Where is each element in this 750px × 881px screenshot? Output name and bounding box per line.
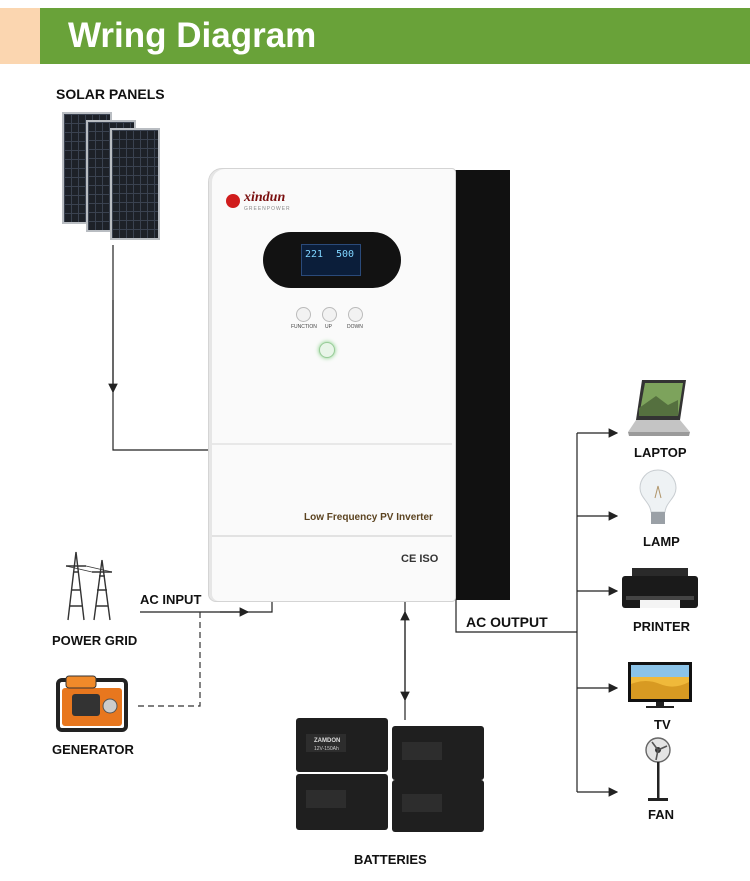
ac-output-wire xyxy=(455,600,577,633)
inverter-seam xyxy=(212,535,452,537)
tv-icon xyxy=(628,662,692,708)
laptop-icon xyxy=(628,380,690,436)
fan-label: FAN xyxy=(648,807,674,822)
battery-spec: 12V-150Ah xyxy=(314,746,339,752)
solar-panel-icon xyxy=(110,128,160,240)
up-label: UP xyxy=(325,324,332,330)
printer-label: PRINTER xyxy=(633,619,691,634)
down-button[interactable] xyxy=(348,307,363,322)
tv-label: TV xyxy=(654,717,671,732)
lamp-icon xyxy=(639,469,677,524)
power-led-icon xyxy=(319,342,335,358)
header-accent xyxy=(0,8,40,64)
inverter-seam xyxy=(212,443,452,445)
brand-subtitle: GREENPOWER xyxy=(244,206,291,212)
up-button[interactable] xyxy=(322,307,337,322)
solar-wire xyxy=(112,245,210,451)
solar-panels-label: SOLAR PANELS xyxy=(56,86,165,102)
batteries-label: BATTERIES xyxy=(354,852,427,867)
brand-logo-icon xyxy=(226,194,240,208)
battery-brand: ZAMDON xyxy=(314,738,341,744)
header-bar xyxy=(40,8,750,64)
lcd-right-value: 500 xyxy=(336,249,355,260)
ac-output-label: AC OUTPUT xyxy=(466,614,548,630)
lamp-label: LAMP xyxy=(643,534,680,549)
generator-icon xyxy=(56,675,128,732)
inverter-model-label: Low Frequency PV Inverter xyxy=(304,512,433,523)
brand-name: xindun xyxy=(244,190,286,205)
inverter-side-vent xyxy=(448,170,510,600)
function-button[interactable] xyxy=(296,307,311,322)
certification-marks: CE ISO xyxy=(401,553,439,565)
laptop-label: LAPTOP xyxy=(634,445,687,460)
battery-icon xyxy=(296,718,484,832)
lcd-left-value: 221 xyxy=(305,249,324,260)
lcd-screen: 221 500 xyxy=(301,244,361,276)
generator-wire xyxy=(138,612,201,707)
fan-icon xyxy=(645,737,671,801)
transmission-tower-icon xyxy=(65,551,113,621)
printer-icon xyxy=(622,568,698,608)
ac-input-wire xyxy=(140,600,273,613)
down-label: DOWN xyxy=(347,324,363,330)
power-grid-label: POWER GRID xyxy=(52,633,138,648)
ac-input-label: AC INPUT xyxy=(140,592,202,607)
function-label: FUNCTION xyxy=(291,324,317,330)
generator-label: GENERATOR xyxy=(52,742,134,757)
page-title: Wring Diagram xyxy=(68,16,317,55)
